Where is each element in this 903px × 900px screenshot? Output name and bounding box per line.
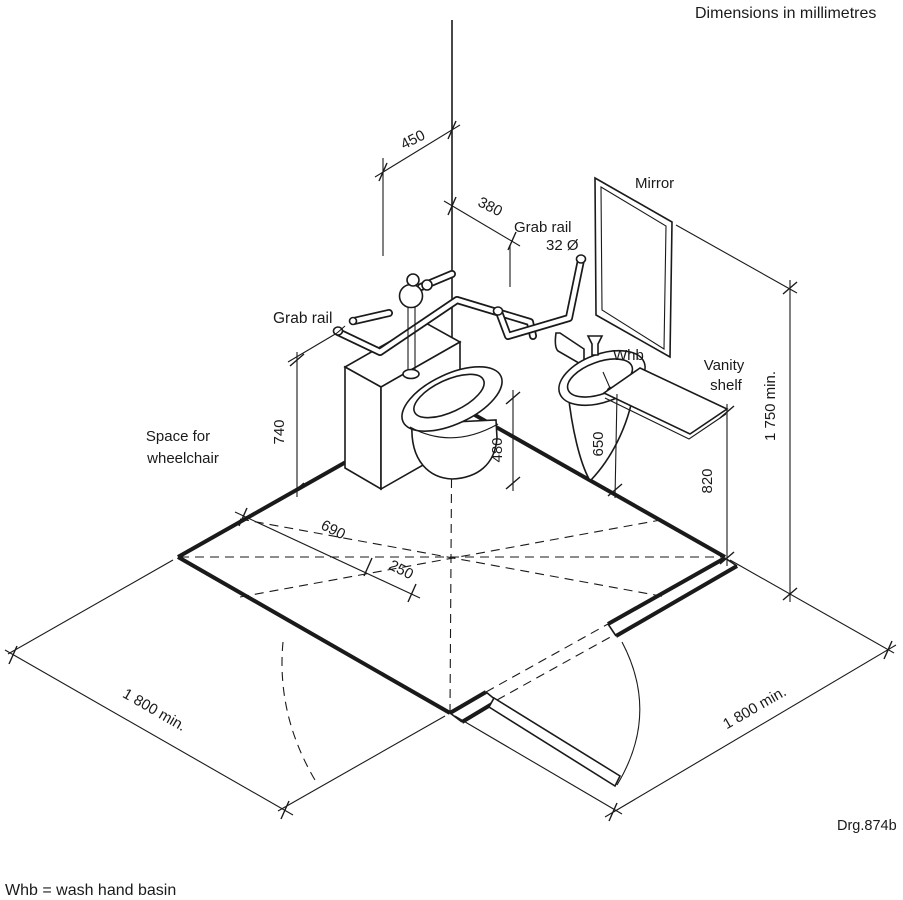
dimension-740: 740 — [271, 332, 338, 497]
rail-end-cap — [575, 254, 587, 264]
dim-740-text: 740 — [271, 419, 288, 444]
dim-1800-right-text: 1 800 min. — [720, 683, 789, 733]
dimension-450: 450 — [374, 120, 461, 256]
dimension-1800-left: 1 800 min. — [4, 559, 446, 820]
basin-grab-rail-label-2: 32 Ø — [546, 237, 579, 254]
dim-480-text: 480 — [489, 437, 506, 462]
door — [281, 641, 641, 788]
vanity-shelf — [602, 367, 729, 440]
basin-grab-rail-label-1: Grab rail — [514, 219, 572, 236]
door-leaf — [487, 696, 622, 788]
dim-1800-left-text: 1 800 min. — [120, 685, 189, 735]
pipe-flange — [402, 368, 420, 380]
dim-380-text: 380 — [475, 194, 505, 221]
units-note: Dimensions in millimetres — [695, 5, 876, 22]
mirror-label: Mirror — [635, 175, 674, 192]
dimension-1800-right: 1 800 min. — [454, 559, 897, 822]
doorway-wall — [448, 556, 739, 724]
wheelchair-space-label-1: Space for — [146, 428, 210, 445]
dimension-1750: 1 750 min. — [675, 224, 798, 602]
drawing-number: Drg.874b — [837, 818, 897, 834]
dim-690-text: 690 — [318, 517, 348, 544]
dim-650-text: 650 — [590, 431, 607, 456]
basin-pedestal — [567, 389, 635, 481]
door-swing-arc — [616, 641, 641, 786]
dimension-690-250: 690 250 — [234, 507, 421, 603]
toilet-grab-rail-label: Grab rail — [273, 310, 332, 327]
dimension-650: 650 — [590, 393, 623, 499]
mirror — [594, 176, 673, 359]
rail-end-cap — [492, 306, 504, 316]
flush-valve — [398, 283, 424, 309]
footnote: Whb = wash hand basin — [5, 882, 176, 899]
vanity-shelf-label-2: shelf — [710, 377, 743, 394]
flush-valve-assembly — [348, 270, 456, 380]
dimension-480: 480 — [489, 390, 521, 491]
rail-end-cap — [332, 326, 344, 336]
dim-1750-text: 1 750 min. — [762, 371, 779, 441]
tap — [586, 335, 604, 356]
basin-backsplash — [554, 332, 585, 368]
vanity-shelf-label-1: Vanity — [704, 357, 745, 374]
dimension-820: 820 — [699, 404, 735, 566]
toilet — [401, 366, 503, 480]
dim-450-text: 450 — [398, 127, 428, 154]
annotations: Dimensions in millimetres Mirror Grab ra… — [5, 5, 897, 899]
dim-820-text: 820 — [699, 468, 716, 493]
whb-label: Whb — [613, 347, 644, 364]
basin-grab-rail — [492, 254, 587, 340]
toilet-bowl — [411, 419, 498, 480]
door-swing-arc-dashed — [281, 641, 319, 786]
wheelchair-space-label-2: wheelchair — [146, 450, 219, 467]
dim-250-text: 250 — [386, 557, 416, 584]
